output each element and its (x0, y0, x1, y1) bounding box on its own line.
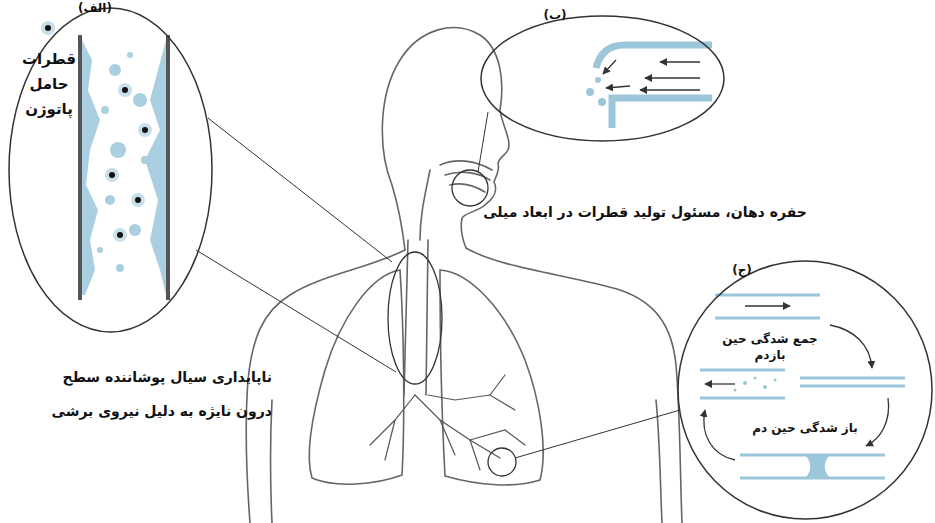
bronchus (370, 395, 415, 445)
flow-arrow (660, 61, 700, 62)
cycle-arrow (704, 410, 735, 460)
callout-circle: (الف)قطرات حامل پاتوژن (8, 7, 213, 333)
callout-letter: (الف) (70, 0, 120, 16)
callout-ellipse (9, 8, 212, 332)
airway-wall (166, 35, 170, 300)
flow-arrow (606, 86, 630, 88)
pathogen-dot (135, 197, 141, 203)
lung-outline (309, 270, 404, 484)
callout-ellipse (481, 16, 724, 141)
bronchus (428, 395, 515, 410)
pathogen-halo (41, 21, 55, 35)
droplet (734, 389, 737, 392)
droplet (133, 93, 147, 107)
droplet (109, 64, 121, 76)
leader-line (208, 118, 392, 262)
callout-text: باز شدگی حین دم (745, 420, 865, 436)
flow-arrow (603, 60, 616, 74)
leader-line (478, 112, 488, 172)
airway-wall (700, 397, 785, 400)
focus-ellipse (388, 252, 442, 384)
droplet (101, 106, 109, 114)
bronchus (470, 430, 525, 445)
channel-wall (612, 98, 712, 128)
callout-outline (677, 260, 933, 520)
callout-text: قطرات حامل پاتوژن (20, 47, 78, 122)
caption-note: ناپایداری سیال پوشاننده سطح درون نایژه ب… (40, 360, 272, 428)
droplet (97, 247, 103, 253)
droplet (774, 379, 777, 382)
channel-wall (596, 45, 712, 68)
droplet (763, 385, 767, 389)
focus-circle (452, 170, 488, 206)
arm-line (656, 400, 662, 523)
callout-outline (480, 15, 725, 142)
airway-wall (800, 377, 905, 380)
pathogen-dot (109, 172, 115, 178)
liquid-bridge (805, 455, 830, 478)
mucus-layer (145, 40, 166, 295)
airway-wall (715, 294, 820, 297)
trachea-wall (426, 240, 428, 395)
pathogen-halo (138, 123, 152, 137)
pathogen-dot (142, 127, 148, 133)
pathogen-dot (117, 232, 123, 238)
airway-wall (78, 35, 82, 300)
pathogen-halo (105, 168, 119, 182)
cycle-arrow (830, 325, 872, 368)
droplet (141, 156, 149, 164)
airway-wall (715, 317, 820, 320)
pathogen-dot (45, 25, 51, 31)
leader-line (515, 410, 680, 458)
callout-letter: (ب) (540, 7, 570, 23)
shoulder-outline (466, 248, 682, 523)
mouth-line (440, 161, 492, 170)
focus-circle (488, 448, 516, 476)
leader-line (196, 250, 396, 372)
pathogen-halo (131, 193, 145, 207)
mucus-layer (82, 40, 100, 295)
droplet (743, 381, 747, 385)
droplet (598, 98, 606, 106)
flow-arrow (705, 383, 735, 384)
callout-text: جمع شدگی حین بازدم (705, 331, 835, 363)
flow-arrow (640, 89, 700, 90)
droplet (105, 195, 115, 205)
bronchus (440, 420, 455, 455)
callout-letter: (ج) (727, 262, 757, 278)
callout-ellipse (678, 261, 932, 519)
droplet (586, 88, 594, 96)
pharynx-line (420, 170, 430, 240)
droplet (110, 142, 126, 158)
droplet (754, 377, 757, 380)
droplet (116, 264, 124, 272)
airway-wall (700, 369, 785, 372)
shoulder-outline (246, 250, 405, 523)
flow-arrow (645, 77, 700, 78)
droplet (127, 52, 133, 58)
lung-outline (440, 270, 543, 485)
bronchus (490, 375, 505, 395)
droplet (595, 77, 601, 83)
caption-note: حفره دهان، مسئول تولید قطرات در ابعاد می… (460, 202, 830, 222)
pathogen-halo (113, 228, 127, 242)
cycle-arrow (866, 398, 889, 446)
bronchus (385, 420, 395, 460)
callout-circle: (ج) جمع شدگی حین بازدم باز شدگی حین دم (677, 260, 933, 520)
pathogen-halo (118, 83, 132, 97)
bronchus (470, 440, 480, 470)
mouth-line (450, 184, 485, 192)
droplet (129, 224, 141, 236)
bronchus (415, 395, 500, 458)
callout-circle: (ب) (480, 15, 725, 142)
airway-wall (800, 385, 905, 388)
pathogen-dot (122, 87, 128, 93)
flow-arrow (745, 305, 790, 306)
trachea-wall (404, 240, 408, 395)
